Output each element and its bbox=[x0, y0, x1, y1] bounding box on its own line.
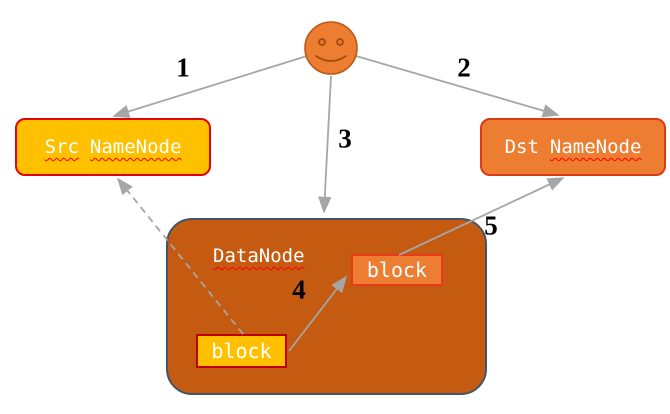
src-block-label: block bbox=[211, 339, 272, 363]
src-block-box: block bbox=[196, 334, 287, 368]
src-namenode-box: Src NameNode bbox=[15, 118, 211, 176]
src-namenode-word-src: Src bbox=[44, 136, 79, 158]
edge-label-3: 3 bbox=[338, 123, 352, 154]
smiley-left-eye bbox=[318, 38, 326, 46]
dst-namenode-label: Dst NameNode bbox=[505, 136, 642, 158]
dst-namenode-word-dst: Dst bbox=[504, 136, 539, 158]
dst-namenode-box: Dst NameNode bbox=[480, 118, 666, 176]
smiley-face-icon bbox=[304, 21, 358, 75]
smiley-head bbox=[304, 21, 358, 75]
datanode-label: DataNode bbox=[213, 245, 305, 267]
edge-label-1: 1 bbox=[176, 52, 190, 83]
edge-1-client-to-src-namenode bbox=[112, 55, 308, 118]
smiley-mouth bbox=[315, 55, 347, 62]
dst-block-label: block bbox=[366, 258, 428, 282]
edge-3-client-to-datanode bbox=[318, 75, 332, 214]
src-namenode-label: Src NameNode bbox=[45, 136, 182, 158]
dst-block-box: block bbox=[351, 254, 443, 286]
edge-label-4: 4 bbox=[292, 274, 306, 305]
dst-namenode-word-namenode: NameNode bbox=[549, 136, 642, 158]
smiley-right-eye bbox=[336, 38, 344, 46]
src-namenode-word-namenode: NameNode bbox=[89, 136, 182, 158]
edge-label-2: 2 bbox=[457, 52, 471, 83]
edge-label-5: 5 bbox=[484, 210, 498, 241]
